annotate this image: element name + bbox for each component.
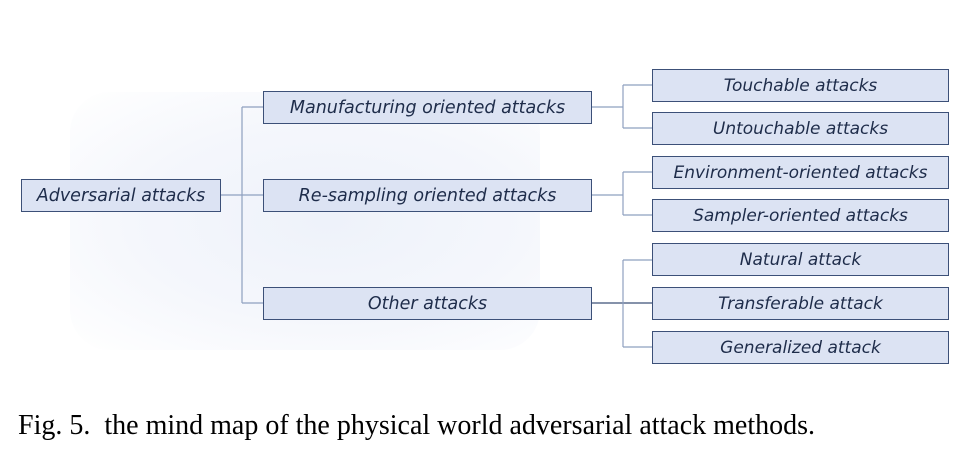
figure-caption: Fig. 5. the mind map of the physical worl… — [18, 410, 815, 442]
leaf-node-transferable: Transferable attack — [652, 287, 949, 320]
root-node: Adversarial attacks — [21, 179, 221, 212]
leaf-node-sampler: Sampler-oriented attacks — [652, 199, 949, 232]
leaf-node-environment: Environment-oriented attacks — [652, 156, 949, 189]
leaf-node-generalized: Generalized attack — [652, 331, 949, 364]
branch-node-manufacturing: Manufacturing oriented attacks — [263, 91, 592, 124]
leaf-node-natural: Natural attack — [652, 243, 949, 276]
leaf-node-touchable: Touchable attacks — [652, 69, 949, 102]
figure-number: Fig. 5. — [18, 410, 91, 441]
leaf-node-untouchable: Untouchable attacks — [652, 112, 949, 145]
branch-node-other: Other attacks — [263, 287, 592, 320]
figure-caption-text: the mind map of the physical world adver… — [104, 410, 816, 441]
branch-node-resampling: Re-sampling oriented attacks — [263, 179, 592, 212]
